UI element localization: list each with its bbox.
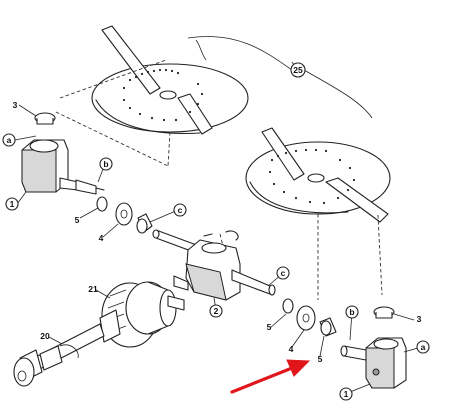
callout-20-label: 20 [40,331,50,341]
callout-b-right [345,305,359,319]
callout-a-right [416,340,430,354]
callout-c-upper-label: c [178,205,183,215]
lower-blade-disc [245,127,391,223]
callout-25 [290,62,306,78]
callout-5-lower-label: 5 [318,354,323,364]
callout-2-label: 2 [214,306,219,316]
callout-1-left [5,197,19,211]
driveshaft [13,309,121,387]
callout-a-right-label: a [421,342,426,352]
callout-b-left-label: b [103,159,108,169]
callout-a-left-label: a [7,135,12,145]
callout-a-left [2,133,16,147]
callout-2 [209,304,223,318]
callout-1-left-label: 1 [10,199,15,209]
callout-1-right [339,387,353,401]
callout-1-right-label: 1 [344,389,349,399]
upper-washers [96,196,153,234]
red-arrow [230,359,311,394]
callout-c-lower-label: c [281,268,286,278]
blade-group-bracket [187,36,373,119]
middle-washers [282,298,337,337]
left-gearbox [21,112,105,195]
callout-5-upper-label: 5 [75,215,80,225]
callout-25-label: 25 [293,65,303,75]
callout-c-upper [173,203,187,217]
callout-3-left-label: 3 [13,100,18,110]
callout-4-upper-label: 4 [99,233,104,243]
callout-b-right-label: b [349,307,354,317]
callout-3-right-label: 3 [417,314,422,324]
right-gearbox [340,306,407,389]
upper-blade-disc [91,25,249,135]
central-gearbox [152,229,276,301]
callout-b-left [99,157,113,171]
callout-c-lower [276,266,290,280]
callout-4-lower-label: 4 [289,344,294,354]
callout-5-mid-label: 5 [267,322,272,332]
callout-21-label: 21 [88,284,98,294]
